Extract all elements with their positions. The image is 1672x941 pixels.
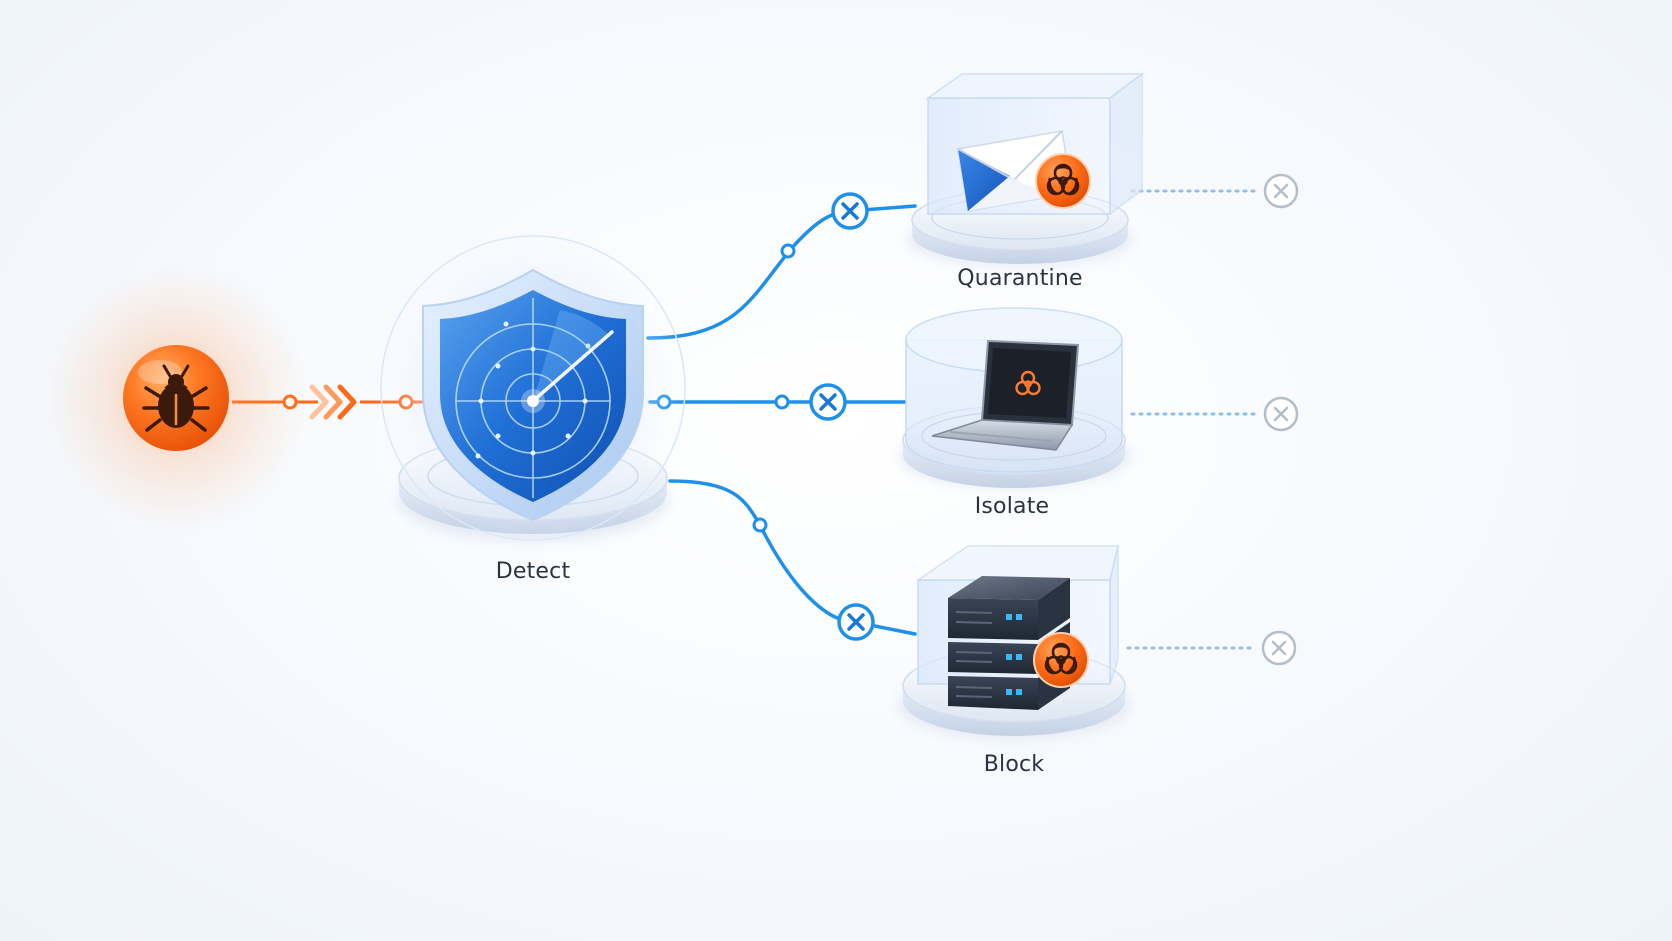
biohazard-icon	[1035, 153, 1091, 209]
detect-label: Detect	[495, 559, 571, 584]
laptop-icon	[931, 339, 1080, 451]
isolate-node	[898, 307, 1130, 488]
connector-node	[780, 243, 796, 259]
block-label: Block	[983, 752, 1045, 777]
outgoing-blocked-isolate	[1130, 396, 1299, 432]
outgoing-blocked-block	[1126, 630, 1297, 666]
isolate-label: Isolate	[974, 494, 1050, 519]
blocked-x-icon	[1263, 396, 1299, 432]
bug-icon	[142, 364, 210, 432]
block-node	[898, 545, 1130, 739]
blocked-x-icon	[1261, 630, 1297, 666]
stop-x-icon	[831, 192, 869, 230]
chevrons-right-icon	[309, 384, 357, 420]
stop-x-icon	[837, 603, 875, 641]
outgoing-blocked-quarantine	[1130, 173, 1299, 209]
connector-node	[774, 394, 790, 410]
detect-node	[378, 233, 688, 543]
branch-line-quarantine	[646, 204, 917, 340]
threat-source	[41, 263, 311, 533]
quarantine-label: Quarantine	[957, 266, 1083, 291]
blocked-x-icon	[1263, 173, 1299, 209]
branch-line-block	[668, 479, 917, 636]
branch-connectors	[646, 204, 917, 636]
biohazard-icon	[1033, 632, 1089, 688]
quarantine-node	[908, 72, 1145, 266]
server-unit	[948, 578, 1070, 640]
stop-x-icon	[809, 383, 847, 421]
connector-node	[752, 517, 768, 533]
